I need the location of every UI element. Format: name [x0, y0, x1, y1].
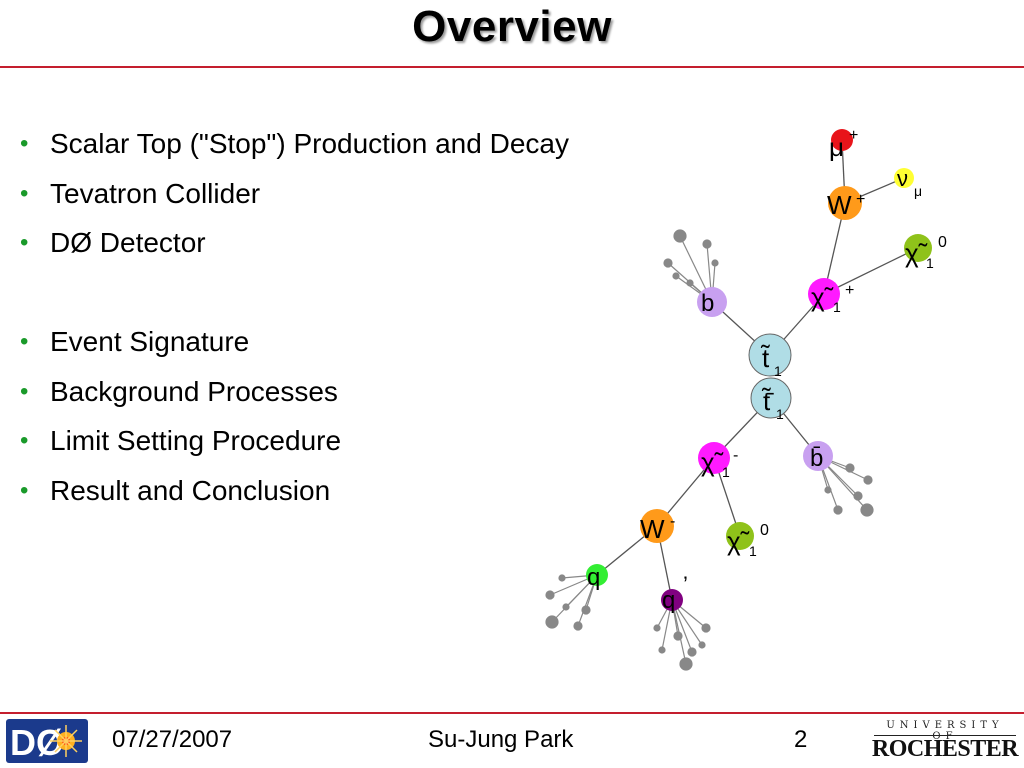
- qprime-node: [661, 589, 683, 611]
- bullet-dot-icon: •: [20, 179, 29, 207]
- antistop-sub: 1: [776, 406, 784, 422]
- footer-divider: [0, 712, 1024, 714]
- bullet-item: • Tevatron Collider: [20, 174, 569, 224]
- chargino-plus-sub: 1: [833, 299, 841, 315]
- stop-label: t̃: [760, 343, 770, 373]
- bullet-text: Scalar Top ("Stop") Production and Decay: [50, 128, 569, 159]
- w-plus-node: [828, 186, 862, 220]
- chargino-minus-node: [698, 442, 730, 474]
- q-label: q: [587, 564, 600, 591]
- bullet-item: • Result and Conclusion: [20, 471, 569, 521]
- rochester-logo: UNIVERSITY OF ROCHESTER: [870, 720, 1020, 762]
- chargino-plus-sup: +: [845, 282, 854, 299]
- bbar-label: b̄: [810, 445, 823, 472]
- chargino-neutralino-line: [823, 247, 919, 295]
- bullet-text: DØ Detector: [50, 227, 206, 258]
- stop-node: [748, 333, 792, 377]
- neutrino-label: ν: [897, 166, 908, 191]
- chargino-minus-sub: 1: [722, 464, 730, 480]
- footer-date: 07/27/2007: [112, 726, 233, 753]
- rochester-logo-rule: [874, 735, 1016, 736]
- qprime-mark: ’: [683, 572, 688, 597]
- neutralino-bottom-node: [726, 522, 754, 550]
- chargino-minus-sup: -: [733, 447, 738, 464]
- bullet-text: Tevatron Collider: [50, 177, 261, 209]
- bbar-node: [803, 441, 833, 471]
- muon-node: [831, 129, 853, 151]
- w-plus-charge: +: [856, 191, 865, 208]
- decay-diagram: μ + ν μ W + χ̃ 1 0 b χ̃ 1 + t̃ 1 t̃̄ 1 χ…: [545, 127, 947, 671]
- antistop-node: [750, 377, 792, 419]
- w-minus-charge: -: [670, 513, 675, 530]
- q-node: [586, 564, 608, 586]
- bullet-list: • Scalar Top ("Stop") Production and Deca…: [20, 124, 569, 520]
- bullet-dot-icon: •: [20, 476, 29, 504]
- b-label: b: [701, 290, 714, 317]
- w-plus-label: W: [827, 190, 852, 220]
- rochester-logo-main: ROCHESTER: [871, 736, 1019, 762]
- bullet-text: Limit Setting Procedure: [50, 425, 342, 456]
- bullet-item: • Limit Setting Procedure: [20, 421, 569, 471]
- bullet-item: • Background Processes: [20, 372, 569, 422]
- muon-charge: +: [849, 127, 858, 144]
- bullet-item: • Scalar Top ("Stop") Production and Deca…: [20, 124, 569, 174]
- neutrino-node: [894, 168, 914, 188]
- rochester-logo-top: UNIVERSITY OF: [886, 720, 1004, 742]
- qprime-label: q: [662, 587, 675, 614]
- w-minus-label: W: [640, 514, 665, 544]
- bullet-text: Background Processes: [50, 375, 338, 407]
- stop-sub: 1: [774, 363, 782, 379]
- bullet-text: Result and Conclusion: [50, 474, 331, 506]
- neutralino-bottom-sup: 0: [760, 522, 769, 539]
- d0-logo: DØ: [6, 719, 88, 763]
- neutrino-sub: μ: [914, 183, 922, 199]
- w-minus-node: [640, 509, 674, 543]
- neutralino-top-sub: 1: [926, 255, 934, 271]
- b-node: [697, 287, 727, 317]
- bullet-dot-icon: •: [20, 377, 29, 405]
- bullet-dot-icon: •: [20, 427, 29, 454]
- footer-page-number: 2: [794, 726, 808, 753]
- slide-title: Overview: [412, 2, 612, 51]
- neutralino-top-sup: 0: [938, 234, 947, 251]
- bullet-item: • DØ Detector: [20, 223, 569, 273]
- title-divider: [0, 66, 1024, 68]
- neutralino-top-node: [904, 234, 932, 262]
- bullet-text: Event Signature: [50, 326, 250, 357]
- footer-author: Su-Jung Park: [428, 726, 574, 753]
- bullet-dot-icon: •: [20, 130, 29, 157]
- bullet-dot-icon: •: [20, 328, 29, 355]
- neutralino-bottom-sub: 1: [749, 543, 757, 559]
- bullet-dot-icon: •: [20, 229, 29, 256]
- bullet-item: • Event Signature: [20, 322, 569, 372]
- chargino-plus-node: [808, 278, 840, 310]
- d0-logo-text: DØ: [10, 722, 64, 763]
- muon-label: μ: [829, 132, 844, 162]
